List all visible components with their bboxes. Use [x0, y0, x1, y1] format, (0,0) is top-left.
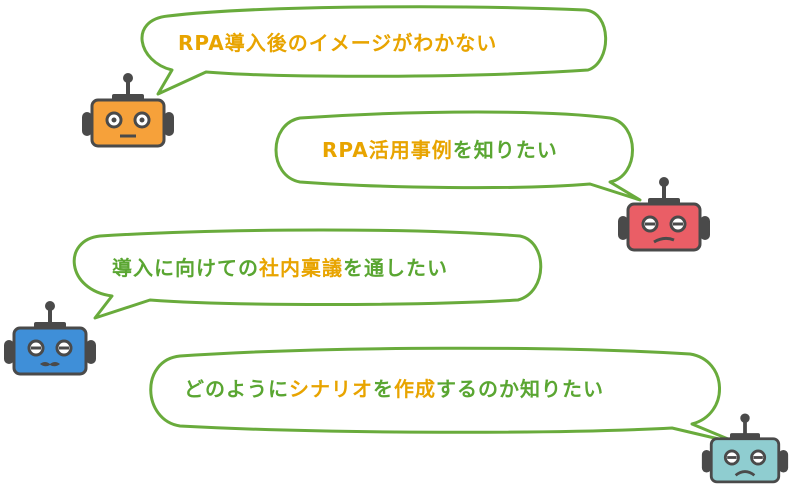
robot-icon-teal: [701, 413, 789, 484]
bubble-text-2: RPA活用事例を知りたい: [322, 138, 558, 162]
bubble-4-segment: 作成: [394, 377, 436, 401]
bubble-text-4: どのようにシナリオを作成するのか知りたい: [184, 377, 604, 401]
speech-bubble-1: [140, 5, 608, 96]
bubble-text-1: RPA導入後のイメージがわかない: [178, 31, 497, 55]
bubble-3-segment: を通したい: [343, 256, 448, 280]
bubble-3-segment: 導入に向けての: [112, 256, 259, 280]
bubble-4-segment: を: [373, 377, 394, 401]
bubble-4-segment: シナリオ: [289, 377, 373, 401]
robot-icon-blue: [4, 301, 96, 376]
robot-icon-red: [618, 177, 710, 252]
speech-bubble-3: [72, 228, 543, 320]
bubble-text-3: 導入に向けての社内稟議を通したい: [112, 256, 448, 280]
bubble-2-segment: RPA活用事例: [322, 138, 453, 162]
bubble-3-segment: 社内稟議: [259, 256, 343, 280]
bubble-4-segment: するのか知りたい: [436, 377, 604, 401]
bubble-4-segment: どのように: [184, 377, 289, 401]
speech-bubble-2: [274, 110, 642, 202]
bubble-1-segment: RPA導入後のイメージがわかない: [178, 31, 498, 55]
bubble-2-segment: を知りたい: [452, 138, 558, 162]
robot-icon-orange: [82, 73, 174, 148]
